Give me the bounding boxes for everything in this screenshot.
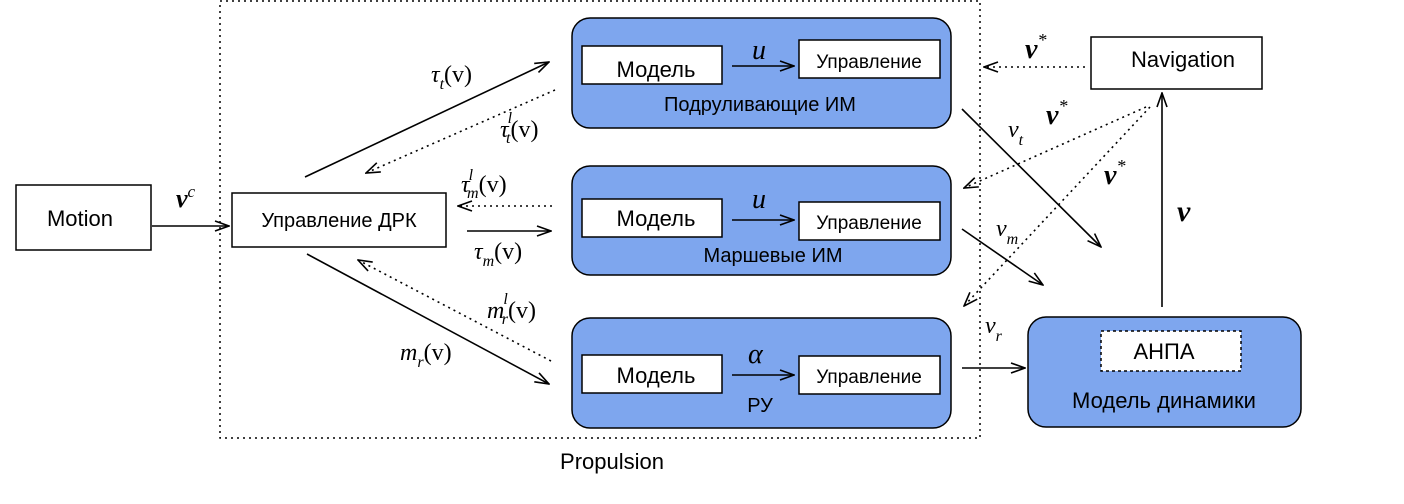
rudder-title: РУ bbox=[747, 395, 773, 417]
label-v-star-nav: v* bbox=[1025, 30, 1046, 65]
label-v-star-1: v* bbox=[1046, 96, 1067, 131]
marching-title: Маршевые ИМ bbox=[703, 245, 842, 267]
rudder-model-label: Модель bbox=[617, 363, 696, 388]
arrow-marching-to-dynamics bbox=[961, 228, 1043, 285]
thrusters-title: Подруливающие ИМ bbox=[664, 94, 856, 116]
thrusters-model-label: Модель bbox=[617, 57, 696, 82]
marching-control-label: Управление bbox=[816, 213, 922, 234]
marching-u-label: u bbox=[752, 184, 766, 215]
thrusters-model-box bbox=[581, 45, 723, 85]
label-v-up: v bbox=[1177, 195, 1191, 228]
propulsion-frame bbox=[219, 0, 981, 439]
marching-block[interactable]: Модель Управление u Маршевые ИМ bbox=[571, 165, 952, 276]
marching-model-box bbox=[581, 198, 723, 238]
rudder-alpha-label: α bbox=[748, 339, 764, 370]
label-tau-t: τt(v) bbox=[431, 62, 472, 93]
thrusters-u-label: u bbox=[752, 35, 766, 66]
drk-control-block[interactable]: Управление ДРК bbox=[231, 192, 447, 248]
label-nu-m: νm bbox=[996, 216, 1018, 248]
label-nu-r: νr bbox=[985, 313, 1003, 345]
label-v-star-2: v* bbox=[1104, 156, 1125, 191]
arrow-thrusters-to-dynamics bbox=[961, 108, 1101, 247]
auv-box bbox=[1100, 330, 1242, 372]
navigation-block[interactable]: Navigation bbox=[1090, 36, 1263, 90]
auv-label: АНПА bbox=[1133, 339, 1194, 364]
arrow-drk-to-thrusters bbox=[304, 62, 549, 178]
rudder-model-box bbox=[581, 354, 723, 394]
propulsion-label: Propulsion bbox=[560, 449, 664, 474]
arrow-drk-to-rudder bbox=[306, 253, 549, 384]
motion-block[interactable]: Motion bbox=[15, 184, 152, 251]
navigation-label: Navigation bbox=[1131, 47, 1235, 72]
motion-label: Motion bbox=[47, 206, 113, 231]
thrusters-block[interactable]: Модель Управление u Подруливающие ИМ bbox=[571, 17, 952, 129]
dotted-thrusters-to-drk bbox=[366, 89, 556, 173]
dotted-rudder-to-drk bbox=[358, 260, 552, 362]
dynamics-block[interactable]: АНПА Модель динамики bbox=[1027, 316, 1302, 428]
label-tau-m: τm(v) bbox=[474, 239, 522, 270]
label-nu-c: νc bbox=[176, 182, 196, 213]
label-m-r: mr(v) bbox=[400, 340, 452, 371]
marching-control-box bbox=[798, 201, 941, 241]
thrusters-control-label: Управление bbox=[816, 52, 922, 73]
label-nu-t: νt bbox=[1008, 117, 1024, 149]
dotted-nav-to-rudder bbox=[964, 106, 1151, 306]
marching-model-label: Модель bbox=[617, 206, 696, 231]
rudder-control-label: Управление bbox=[816, 367, 922, 388]
drk-control-label: Управление ДРК bbox=[261, 210, 417, 232]
dynamics-title: Модель динамики bbox=[1072, 388, 1256, 413]
thrusters-control-box bbox=[798, 39, 941, 79]
rudder-control-box bbox=[798, 355, 941, 395]
rudder-block[interactable]: Модель Управление α РУ bbox=[571, 317, 952, 429]
